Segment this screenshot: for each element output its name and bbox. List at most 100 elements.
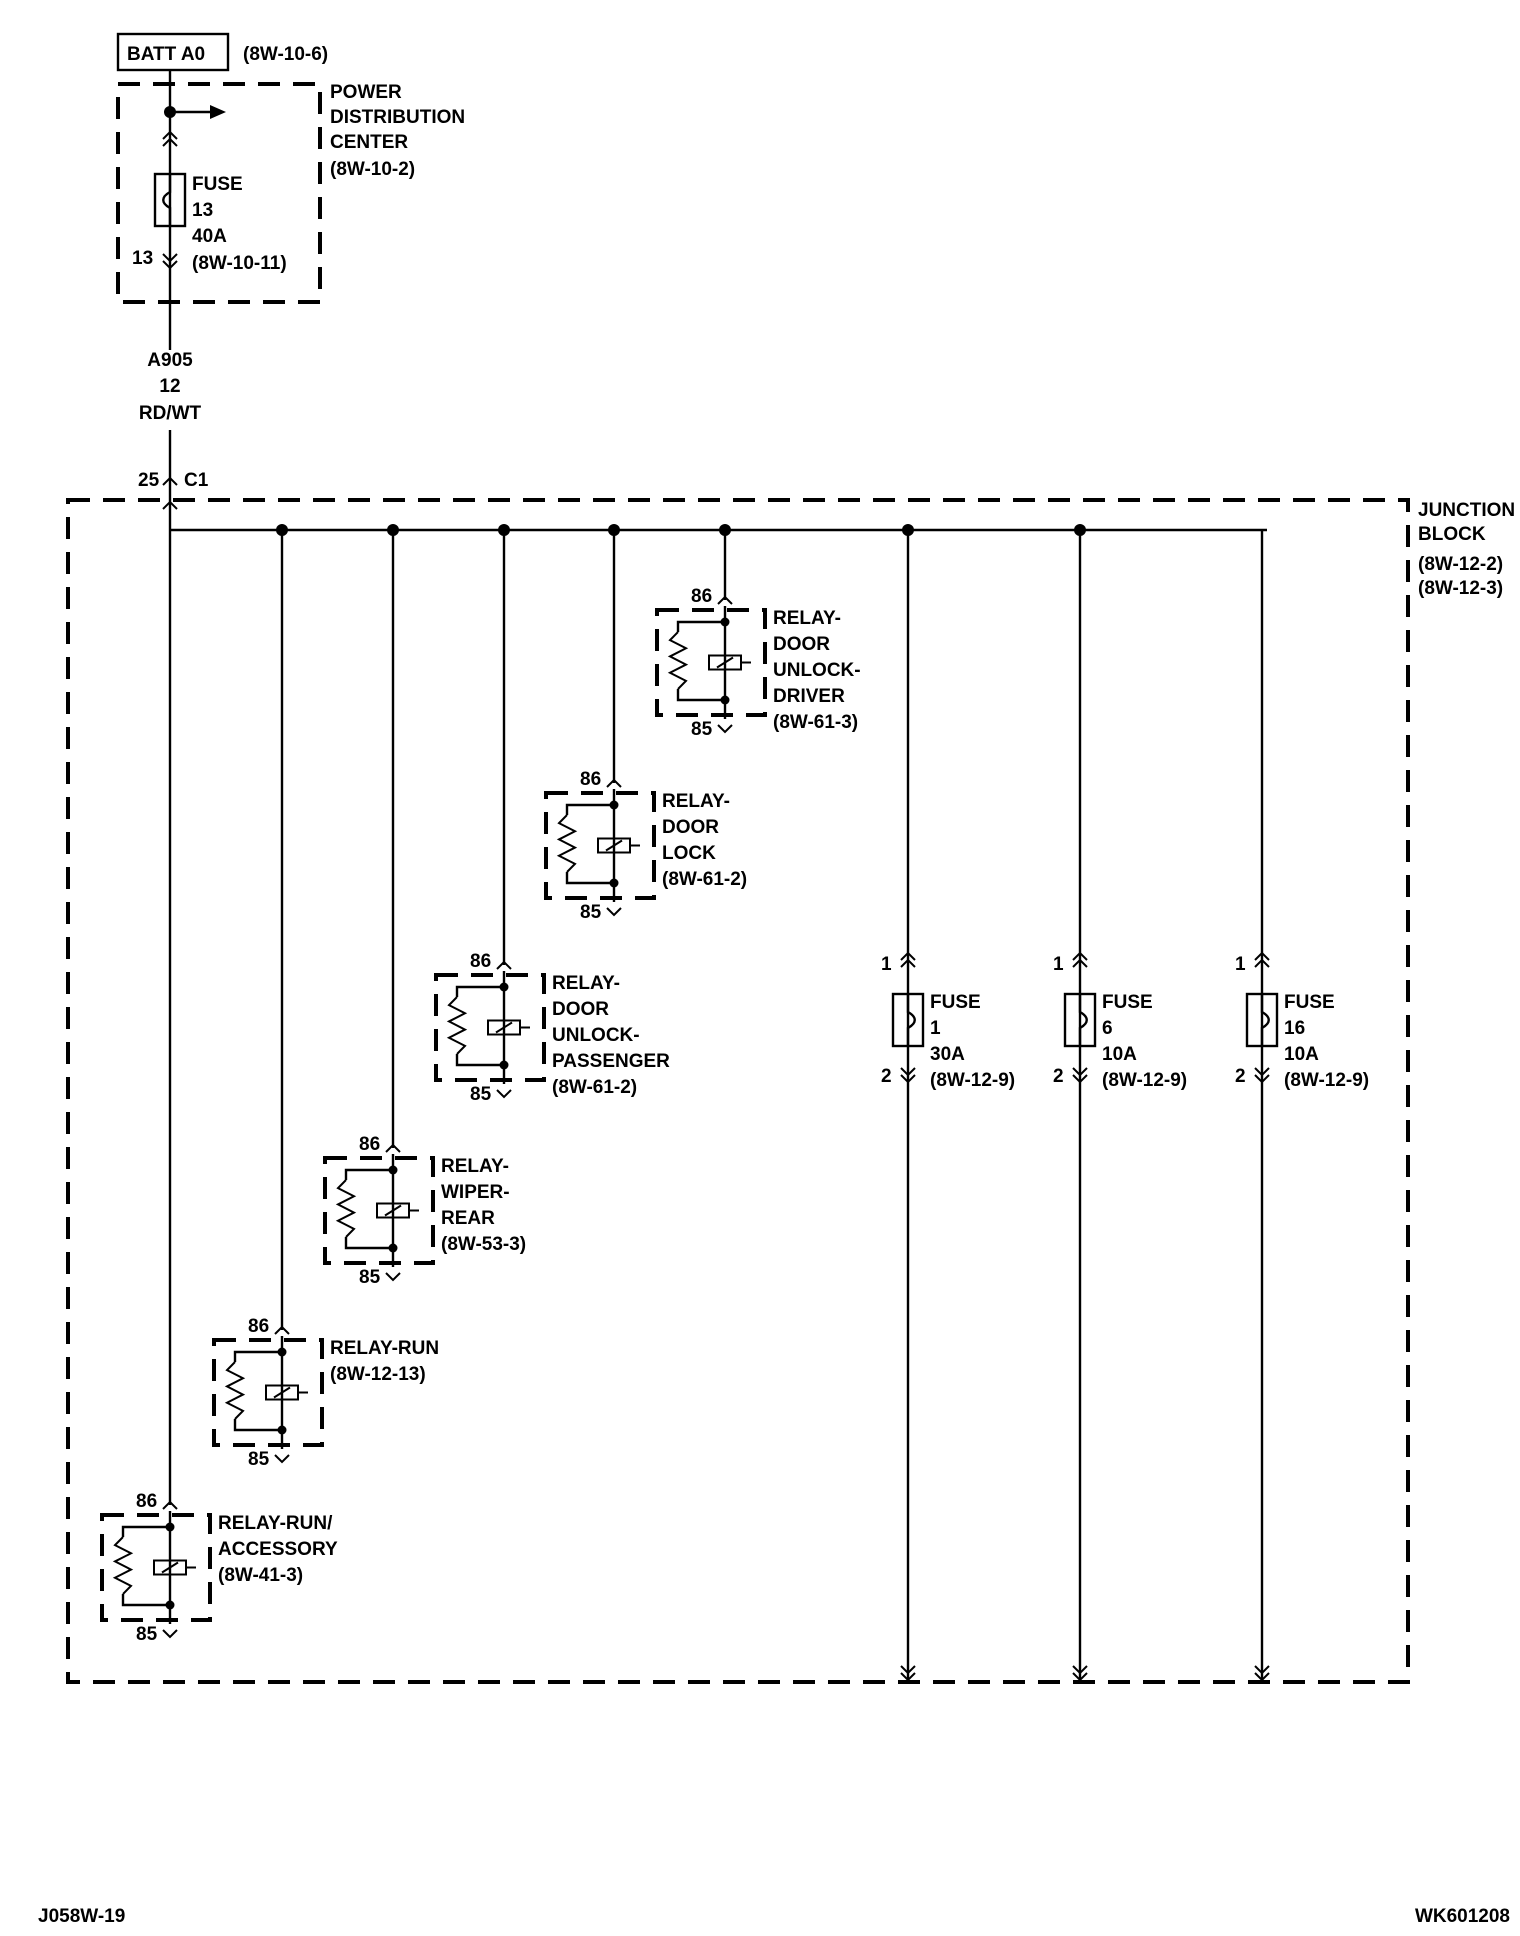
pdc-fuse-number: 13 <box>192 200 213 221</box>
relay-box <box>434 973 546 1082</box>
relay-pin-85: 85 <box>136 1624 158 1645</box>
relay-label-line: DRIVER <box>773 686 845 707</box>
fuse-connector-down-icon <box>1072 1067 1088 1077</box>
junction-block-ref-1: (8W-12-2) <box>1418 554 1503 575</box>
relay-pin-86: 86 <box>136 1491 157 1512</box>
relay-coil-icon <box>224 1336 308 1449</box>
relay-label-line: DOOR <box>662 817 719 838</box>
relay-coil-icon <box>667 606 751 719</box>
fuse-connector-up-icon <box>1254 951 1270 961</box>
c1-inner-connector-icon <box>162 500 178 510</box>
fuse-pin-out: 2 <box>1053 1066 1064 1087</box>
fuse-pin-out: 2 <box>881 1066 892 1087</box>
pin-86-connector-icon <box>606 778 622 788</box>
fuse-icon <box>1063 992 1097 1048</box>
fuses-layer: 12FUSE130A(8W-12-9)12FUSE610A(8W-12-9)12… <box>881 524 1369 1682</box>
connector-pin: 25 <box>138 470 160 491</box>
bus-splice-dot <box>276 524 288 536</box>
fuse-pin-in: 1 <box>881 954 892 975</box>
footer-right-code: WK601208 <box>1415 1906 1510 1927</box>
relay-box <box>655 608 767 717</box>
fuse-label-line: 10A <box>1102 1044 1137 1065</box>
pin-86-connector-icon <box>274 1325 290 1335</box>
wire-color: RD/WT <box>139 403 202 424</box>
fuse-connector-down-icon <box>900 1067 916 1077</box>
fuse-label-line: FUSE <box>1284 992 1335 1013</box>
pdc-fuse-pin: 13 <box>132 248 153 269</box>
relay-label-line: UNLOCK- <box>773 660 861 681</box>
relay-label-line: ACCESSORY <box>218 1539 338 1560</box>
pdc-fuse-13-icon <box>153 172 187 228</box>
relay-label-line: PASSENGER <box>552 1051 670 1072</box>
fuse-exit-connector-icon <box>900 1665 916 1675</box>
relay-label-line: DOOR <box>552 999 609 1020</box>
relay-label-line: REAR <box>441 1208 495 1229</box>
relay-label-line: DOOR <box>773 634 830 655</box>
relay-label-line: (8W-61-2) <box>552 1077 637 1098</box>
relay-pin-86: 86 <box>359 1134 380 1155</box>
junction-block-name-line-1: JUNCTION <box>1418 500 1515 521</box>
fuse-connector-down-icon <box>1254 1067 1270 1077</box>
fuse-label-line: (8W-12-9) <box>1284 1070 1369 1091</box>
pin-86-connector-icon <box>162 1500 178 1510</box>
pin-85-connector-icon <box>496 1089 512 1099</box>
relay-pin-86: 86 <box>691 586 712 607</box>
relay-pin-85: 85 <box>470 1084 492 1105</box>
relay-pin-85: 85 <box>359 1267 381 1288</box>
pdc-branch-arrow-icon <box>210 105 226 119</box>
relay-label-line: RELAY-RUN <box>330 1338 439 1359</box>
relay-label-line: RELAY- <box>552 973 620 994</box>
fuse-label-line: (8W-12-9) <box>930 1070 1015 1091</box>
relay-box <box>100 1513 212 1622</box>
junction-block-ref-2: (8W-12-3) <box>1418 578 1503 599</box>
pin-85-connector-icon <box>385 1272 401 1282</box>
c1-connector-icon <box>162 476 178 486</box>
fuse-pin-in: 1 <box>1235 954 1246 975</box>
pdc-name-line-2: DISTRIBUTION <box>330 107 465 128</box>
fuse-connector-up-icon <box>1072 951 1088 961</box>
bus-splice-dot <box>1074 524 1086 536</box>
pin-85-connector-icon <box>717 724 733 734</box>
connector-name: C1 <box>184 470 209 491</box>
pin-85-connector-icon <box>162 1629 178 1639</box>
pdc-fuse-rating: 40A <box>192 226 227 247</box>
fuse-label-line: 30A <box>930 1044 965 1065</box>
relay-coil-icon <box>446 971 530 1084</box>
pin-86-connector-icon <box>717 595 733 605</box>
pin-86-connector-icon <box>496 960 512 970</box>
pdc-name-line-3: CENTER <box>330 132 408 153</box>
relay-label-line: RELAY- <box>662 791 730 812</box>
relay-label-line: UNLOCK- <box>552 1025 640 1046</box>
relay-label-line: (8W-61-3) <box>773 712 858 733</box>
wire-label: A905 12 RD/WT <box>139 350 202 424</box>
fuse-connector-up-icon <box>900 951 916 961</box>
footer-left-code: J058W-19 <box>38 1906 125 1927</box>
relays-layer: 8685RELAY-RUN/ACCESSORY(8W-41-3)8685RELA… <box>100 524 861 1645</box>
relay-box <box>323 1156 435 1265</box>
relay-label-line: (8W-53-3) <box>441 1234 526 1255</box>
relay-coil-icon <box>556 789 640 902</box>
pdc-name-line-1: POWER <box>330 82 402 103</box>
relay-pin-86: 86 <box>470 951 491 972</box>
power-distribution-center: POWER DISTRIBUTION CENTER (8W-10-2) FUSE… <box>116 70 465 350</box>
fuse-pin-in: 1 <box>1053 954 1064 975</box>
relay-coil-icon <box>335 1154 419 1267</box>
battery-ref: (8W-10-6) <box>243 44 328 65</box>
fuse-exit-connector-icon <box>1072 1665 1088 1675</box>
fuse-label-line: FUSE <box>1102 992 1153 1013</box>
wire-circuit: A905 <box>147 350 193 371</box>
pin-85-connector-icon <box>606 907 622 917</box>
fuse-icon <box>891 992 925 1048</box>
fuse-label-line: 16 <box>1284 1018 1305 1039</box>
junction-block: JUNCTION BLOCK (8W-12-2) (8W-12-3) <box>66 498 1515 1684</box>
battery-label: BATT A0 <box>127 44 205 65</box>
